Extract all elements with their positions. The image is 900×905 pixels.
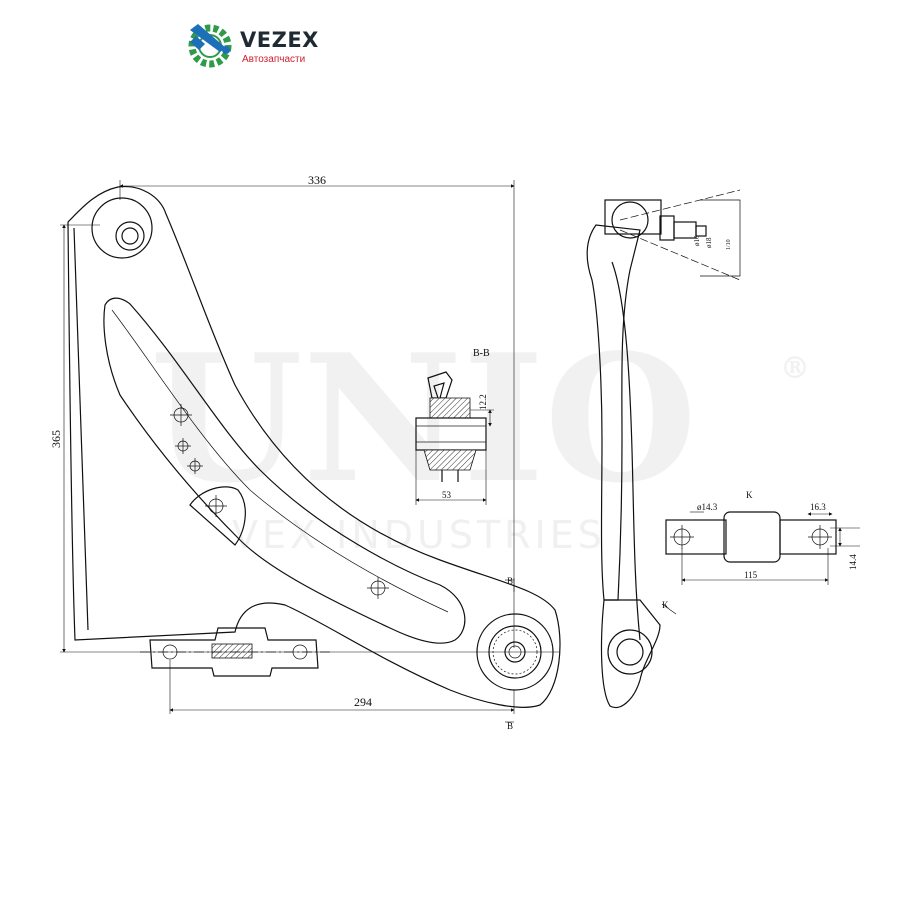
brand-name: VEZEX [240, 28, 319, 52]
watermark-main: UNIO [150, 317, 697, 522]
section-bb-height: 12.2 [478, 394, 488, 410]
section-bb-title: B-B [473, 348, 490, 359]
detail-k-title: K [746, 490, 753, 500]
brand-tagline: Автозапчасти [242, 54, 306, 65]
vezex-logo-icon [188, 24, 232, 68]
control-arm-side-view [586, 189, 741, 709]
detail-k-right-width: 16.3 [810, 502, 826, 512]
section-bb-width: 53 [442, 490, 452, 500]
ball-joint-d2: ø18 [705, 237, 713, 248]
ball-joint-d3: 1/10 [726, 239, 732, 250]
dim-height: 365 [49, 430, 63, 448]
detail-k-hole-diameter: ø14.3 [697, 502, 718, 512]
section-marker-upper: B [507, 576, 513, 586]
dimension-lines [60, 180, 560, 723]
section-bb-drawing [415, 371, 494, 505]
view-marker-k: K [662, 600, 669, 610]
watermark-sub: VEX INDUSTRIES [232, 513, 606, 557]
section-marker-lower: B [507, 721, 513, 731]
dim-bottom-width: 294 [354, 695, 372, 709]
dim-top-width: 336 [308, 173, 326, 187]
detail-k-length: 115 [744, 570, 758, 580]
detail-k-thickness: 14.4 [848, 554, 858, 570]
watermark-registered: ® [780, 351, 810, 386]
ball-joint-d1: ø16 [693, 235, 701, 246]
detail-k-drawing [665, 511, 860, 585]
